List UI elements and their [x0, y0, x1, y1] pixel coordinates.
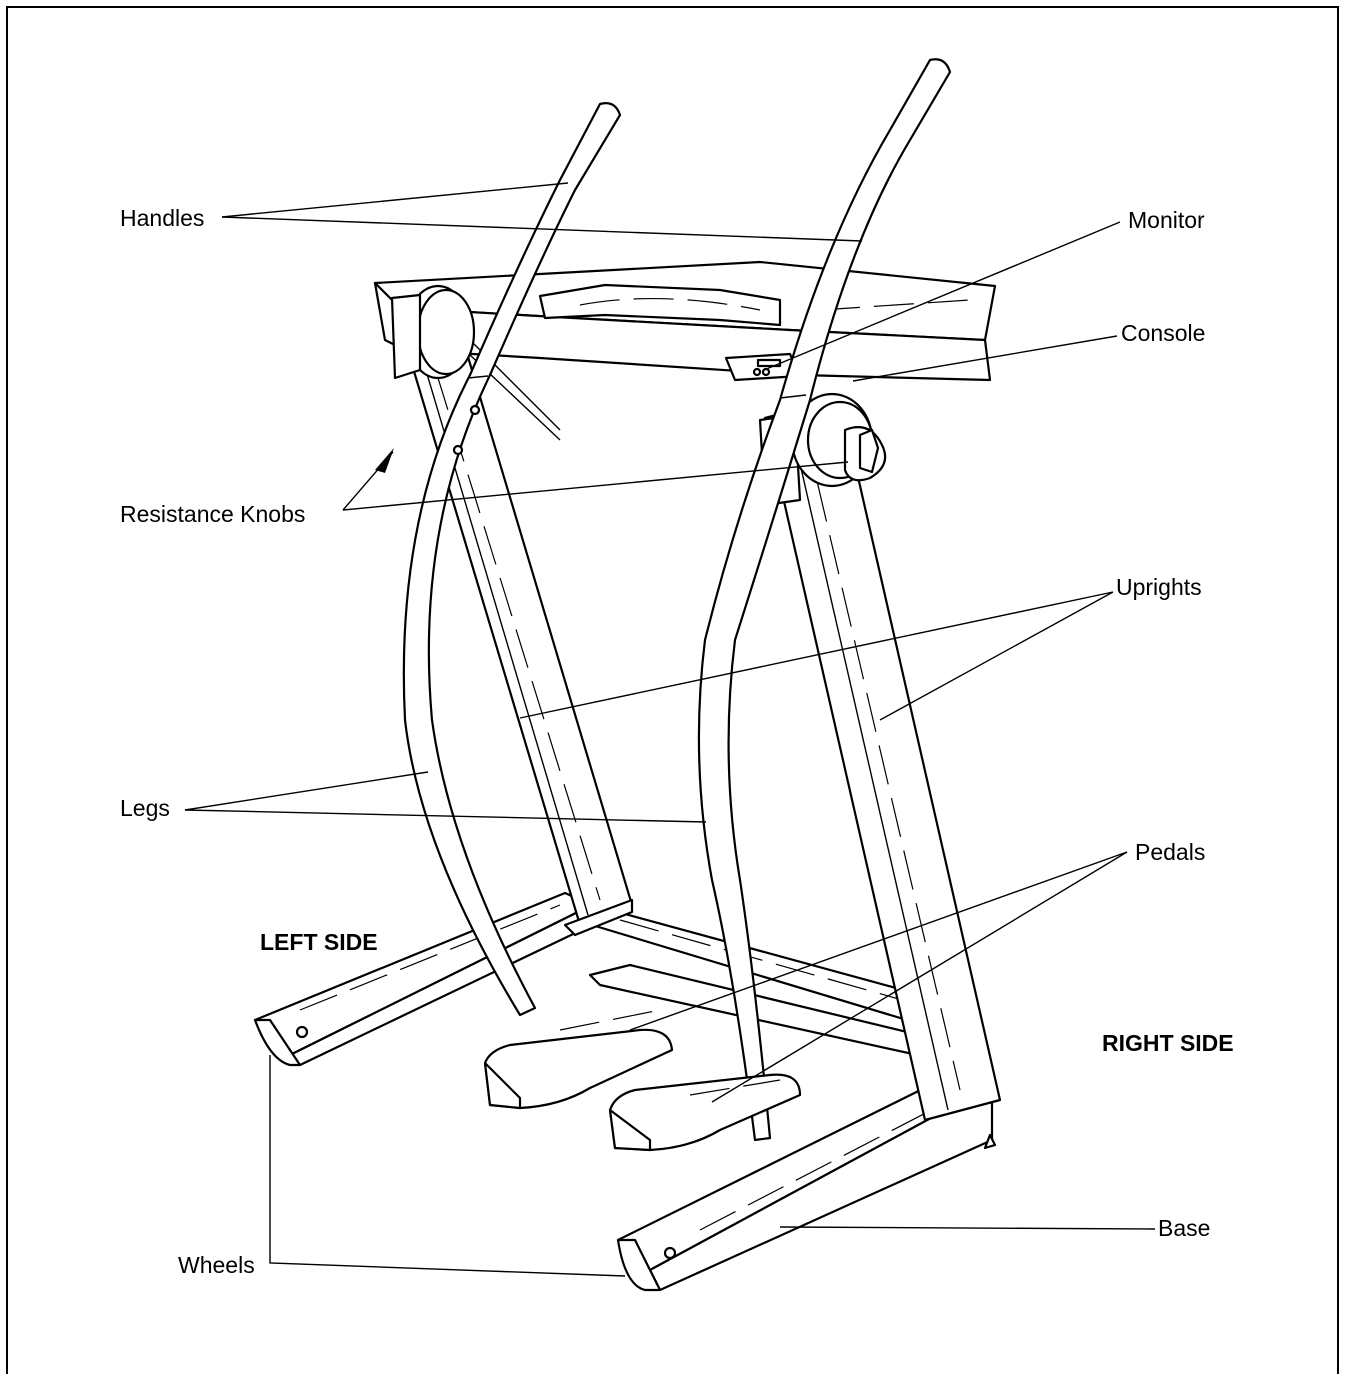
resistance-arrow-icon — [375, 448, 394, 473]
label-left-side: LEFT SIDE — [260, 929, 378, 955]
legs-callout-line-2 — [184, 809, 707, 823]
uprights-callout-line-1 — [519, 591, 1114, 719]
handles-callout-line-2 — [221, 216, 863, 242]
pedal-left — [483, 1009, 674, 1110]
pedals-callout-line-2 — [711, 851, 1128, 1103]
label-wheels: Wheels — [178, 1252, 255, 1278]
label-pedals: Pedals — [1135, 839, 1205, 865]
pivot-bolt — [452, 444, 464, 456]
wheels-callout-line — [269, 1055, 626, 1277]
uprights-callout-line-2 — [879, 591, 1114, 721]
label-legs: Legs — [120, 795, 170, 821]
label-monitor: Monitor — [1128, 207, 1205, 233]
base-bolt — [663, 1246, 677, 1260]
resistance-callout-line-2 — [342, 461, 849, 511]
base-left-rail — [253, 891, 594, 1067]
label-handles: Handles — [120, 205, 204, 231]
diagram-frame — [6, 6, 1339, 1374]
base-bolt — [295, 1025, 309, 1039]
pedal-right — [608, 1073, 802, 1152]
handles-callout-line-1 — [221, 182, 569, 218]
label-uprights: Uprights — [1116, 574, 1202, 600]
pedals-callout-line-1 — [629, 851, 1128, 1031]
monitor-callout-line — [763, 221, 1121, 371]
label-resistance-knobs: Resistance Knobs — [120, 501, 305, 527]
label-base: Base — [1158, 1215, 1210, 1241]
monitor-button — [752, 367, 762, 377]
pivot-bolt — [469, 404, 481, 416]
resistance-housing-left — [390, 284, 476, 380]
leg-left — [402, 102, 622, 1017]
label-right-side: RIGHT SIDE — [1102, 1030, 1234, 1056]
legs-callout-line-1 — [184, 771, 429, 811]
console-callout-line — [852, 335, 1118, 382]
callout-lines — [184, 182, 1156, 1277]
base-callout-line — [779, 1226, 1156, 1230]
label-console: Console — [1121, 320, 1205, 346]
